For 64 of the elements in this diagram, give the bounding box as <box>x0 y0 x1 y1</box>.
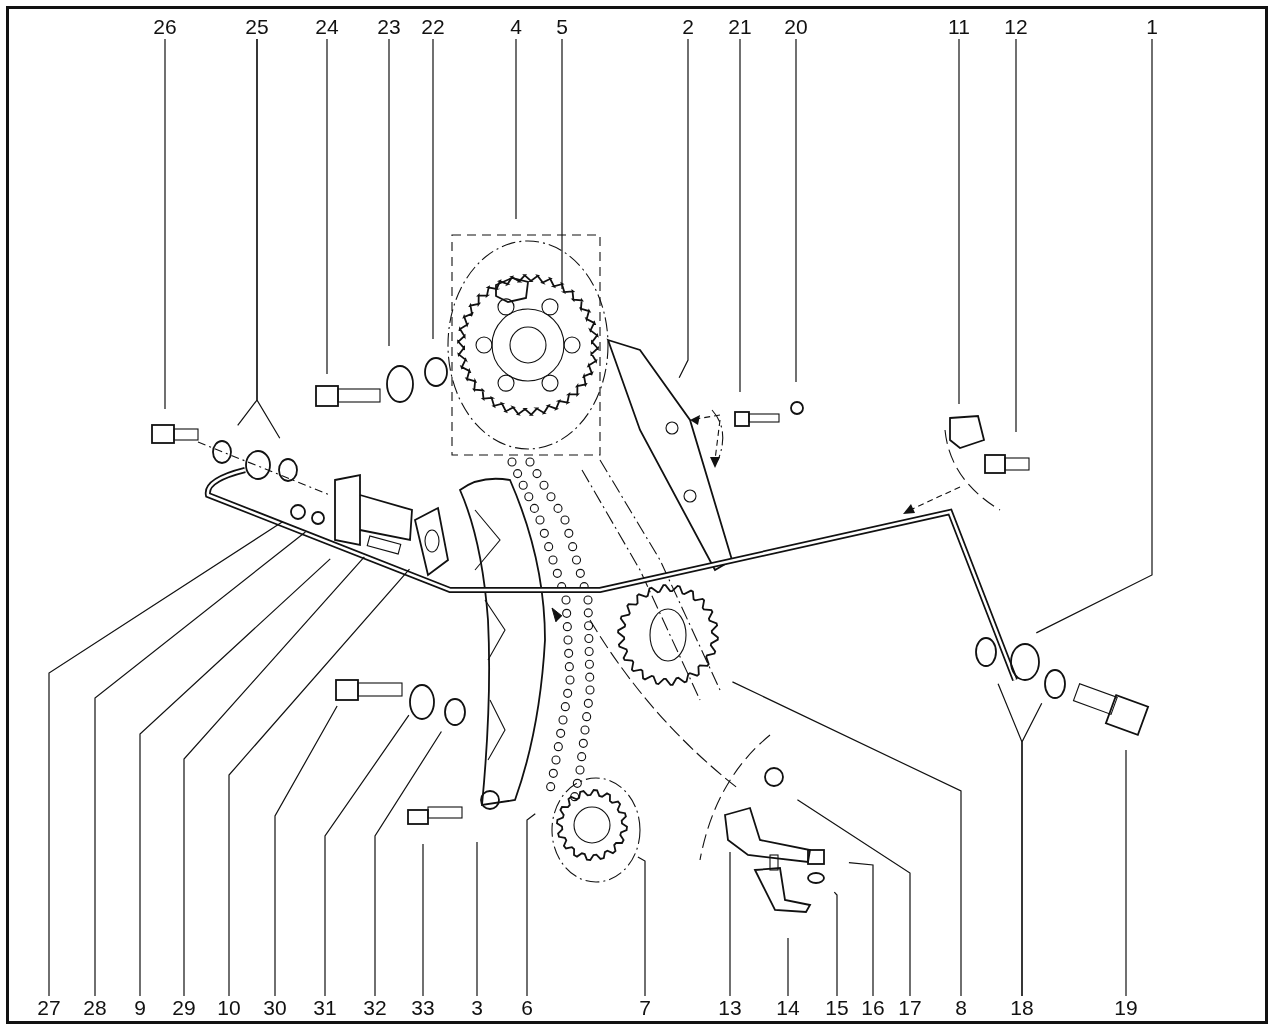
callout-number: 14 <box>768 996 808 1020</box>
leader-line <box>422 843 424 997</box>
callout-number: 33 <box>403 996 443 1020</box>
leader-line <box>374 730 443 997</box>
callout-number: 21 <box>720 15 760 39</box>
callout-number: 13 <box>710 996 750 1020</box>
leader-line <box>476 841 478 997</box>
leader-line <box>256 38 281 439</box>
callout-number: 7 <box>625 996 665 1020</box>
callout-number: 9 <box>120 996 160 1020</box>
leader-line <box>795 38 797 383</box>
leader-line <box>1021 702 1043 997</box>
callout-number: 26 <box>145 15 185 39</box>
leader-line <box>833 891 838 997</box>
leader-line <box>848 862 874 997</box>
leader-line <box>183 556 365 997</box>
leader-line <box>139 558 331 997</box>
leader-line <box>958 38 960 405</box>
callout-number: 3 <box>457 996 497 1020</box>
leader-line <box>388 38 390 347</box>
leader-line <box>561 38 563 290</box>
callout-number: 1 <box>1132 15 1172 39</box>
leader-line <box>164 38 166 410</box>
callout-number: 25 <box>237 15 277 39</box>
leader-line <box>432 38 434 340</box>
callout-number: 6 <box>507 996 547 1020</box>
leader-line <box>1035 38 1153 634</box>
callout-number: 23 <box>369 15 409 39</box>
callout-number: 5 <box>542 15 582 39</box>
leader-line <box>48 521 284 997</box>
callout-number: 22 <box>413 15 453 39</box>
callout-number: 24 <box>307 15 347 39</box>
callout-number: 30 <box>255 996 295 1020</box>
callout-number: 18 <box>1002 996 1042 1020</box>
callout-number: 4 <box>496 15 536 39</box>
callout-number: 10 <box>209 996 249 1020</box>
callout-number: 19 <box>1106 996 1146 1020</box>
leader-line <box>637 856 646 997</box>
leader-line <box>94 531 307 997</box>
leader-line <box>678 38 689 379</box>
leader-line <box>739 38 741 393</box>
leader-line <box>526 813 536 997</box>
leader-line <box>326 38 328 375</box>
callout-number: 17 <box>890 996 930 1020</box>
callout-number: 28 <box>75 996 115 1020</box>
callout-number: 27 <box>29 996 69 1020</box>
callout-number: 8 <box>941 996 981 1020</box>
leader-line <box>324 714 410 997</box>
leader-line <box>228 568 411 997</box>
leader-line <box>274 705 338 997</box>
leader-line <box>796 799 911 997</box>
callout-number: 12 <box>996 15 1036 39</box>
leader-line <box>1125 749 1127 997</box>
leader-line <box>787 937 789 997</box>
callout-number: 32 <box>355 996 395 1020</box>
callout-number: 20 <box>776 15 816 39</box>
callout-number: 11 <box>939 15 979 39</box>
leader-line <box>729 851 731 997</box>
callout-number: 31 <box>305 996 345 1020</box>
leader-line <box>1015 38 1017 433</box>
callout-number: 29 <box>164 996 204 1020</box>
leader-line <box>515 38 517 220</box>
callout-number: 2 <box>668 15 708 39</box>
leader-line <box>731 681 962 997</box>
